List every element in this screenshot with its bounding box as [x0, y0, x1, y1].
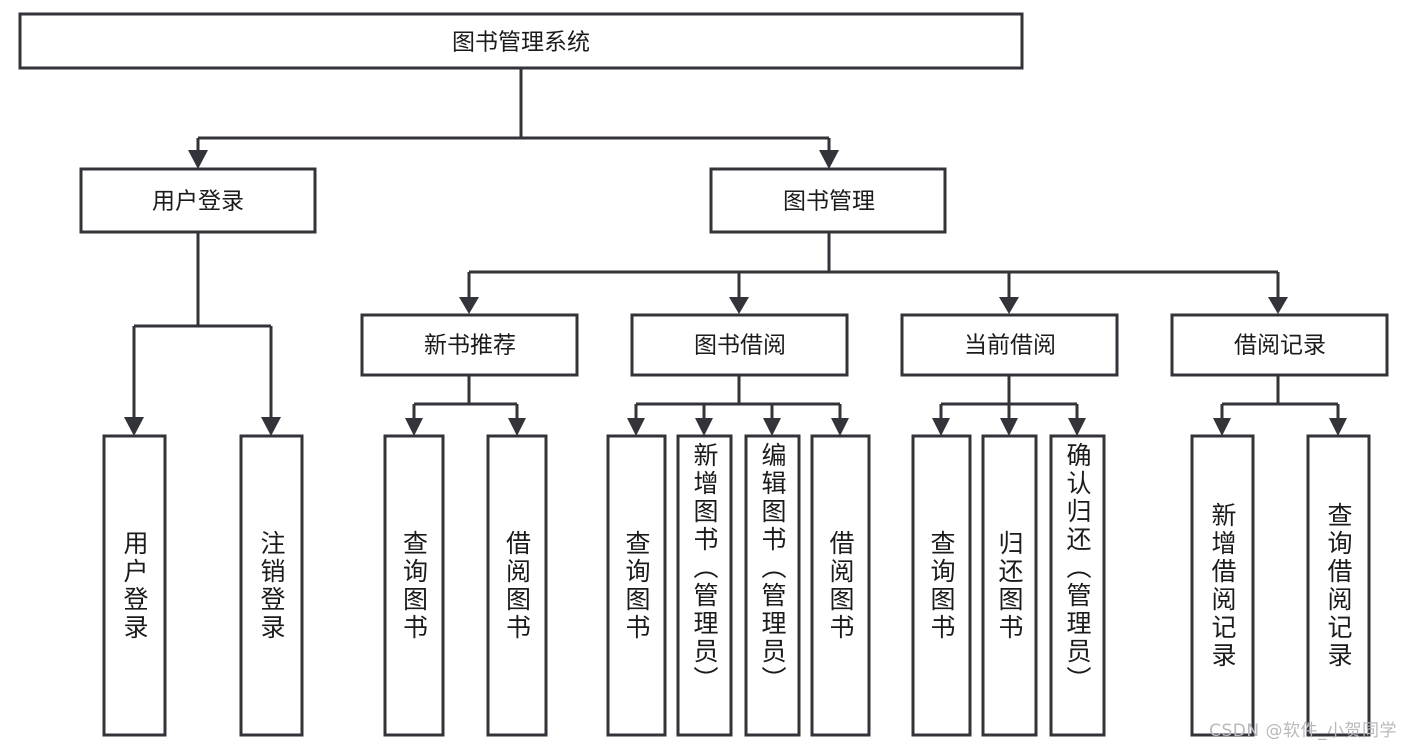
node-borrow-record[interactable]: 借阅记录 — [1170, 313, 1389, 377]
node-user-login[interactable]: 用户登录 — [79, 167, 317, 234]
node-user-login-box[interactable] — [79, 167, 317, 234]
node-leaf-query-book-1-box[interactable] — [383, 434, 445, 737]
arrowhead-current-borrow — [999, 297, 1019, 314]
node-root-label: 图书管理系统 — [452, 30, 590, 56]
node-leaf-query-book-3-box[interactable] — [911, 434, 972, 737]
node-leaf-confirm-return-box[interactable] — [1049, 434, 1106, 737]
node-book-manage-box[interactable] — [709, 167, 947, 234]
node-book-manage[interactable]: 图书管理 — [709, 167, 947, 234]
node-new-book-rec-label: 新书推荐 — [424, 333, 516, 359]
arrowhead-user-login — [188, 150, 208, 169]
node-current-borrow-label: 当前借阅 — [964, 333, 1056, 359]
connector-layer — [132, 68, 1340, 418]
node-book-borrow-label: 图书借阅 — [694, 333, 786, 359]
arrowhead-leaf-edit-book — [763, 418, 781, 436]
arrowhead-leaf-add-book — [695, 418, 713, 436]
arrowhead-leaf-query-book-2 — [627, 418, 645, 436]
node-layer: 图书管理系统 用户登录 图书管理 新书推荐 图书借阅 — [18, 12, 1389, 737]
arrowhead-book-borrow — [729, 297, 749, 314]
node-leaf-add-record-box[interactable] — [1190, 434, 1255, 737]
arrowhead-leaf-logout — [261, 417, 281, 436]
node-leaf-query-record-box[interactable] — [1306, 434, 1371, 737]
node-current-borrow[interactable]: 当前借阅 — [900, 313, 1119, 377]
arrowhead-leaf-query-book-1 — [405, 418, 423, 436]
arrowhead-layer — [124, 150, 1347, 436]
arrowhead-leaf-borrow-book-2 — [831, 418, 849, 436]
node-leaf-borrow-book-1-box[interactable] — [486, 434, 548, 737]
node-leaf-add-book-box[interactable] — [676, 434, 733, 737]
arrowhead-leaf-return-book — [1000, 418, 1018, 436]
node-book-manage-label: 图书管理 — [783, 189, 875, 215]
node-new-book-rec[interactable]: 新书推荐 — [360, 313, 579, 377]
node-book-borrow-box[interactable] — [630, 313, 849, 377]
node-borrow-record-box[interactable] — [1170, 313, 1389, 377]
arrowhead-leaf-confirm-return — [1068, 418, 1086, 436]
node-root[interactable]: 图书管理系统 — [18, 12, 1024, 70]
node-leaf-borrow-book-2-box[interactable] — [810, 434, 871, 737]
arrowhead-book-manage — [819, 150, 839, 169]
arrowhead-leaf-query-book-3 — [932, 418, 950, 436]
node-user-login-label: 用户登录 — [152, 189, 244, 215]
csdn-watermark: CSDN @软件_小贺同学 — [1209, 721, 1397, 741]
node-book-borrow[interactable]: 图书借阅 — [630, 313, 849, 377]
node-new-book-rec-box[interactable] — [360, 313, 579, 377]
arrowhead-leaf-add-record — [1213, 418, 1231, 436]
arrowhead-borrow-record — [1268, 297, 1288, 314]
arrowhead-new-book-rec — [459, 297, 479, 314]
node-leaf-return-book-box[interactable] — [981, 434, 1038, 737]
arrowhead-leaf-user-login — [124, 417, 144, 436]
node-current-borrow-box[interactable] — [900, 313, 1119, 377]
node-root-box[interactable] — [18, 12, 1024, 70]
node-leaf-edit-book-box[interactable] — [744, 434, 801, 737]
node-leaf-user-login-box[interactable] — [102, 434, 167, 737]
arrowhead-leaf-query-record — [1329, 418, 1347, 436]
node-leaf-query-book-2-box[interactable] — [606, 434, 667, 737]
node-leaf-logout-box[interactable] — [239, 434, 304, 737]
arrowhead-leaf-borrow-book-1 — [508, 418, 526, 436]
node-borrow-record-label: 借阅记录 — [1234, 333, 1326, 359]
